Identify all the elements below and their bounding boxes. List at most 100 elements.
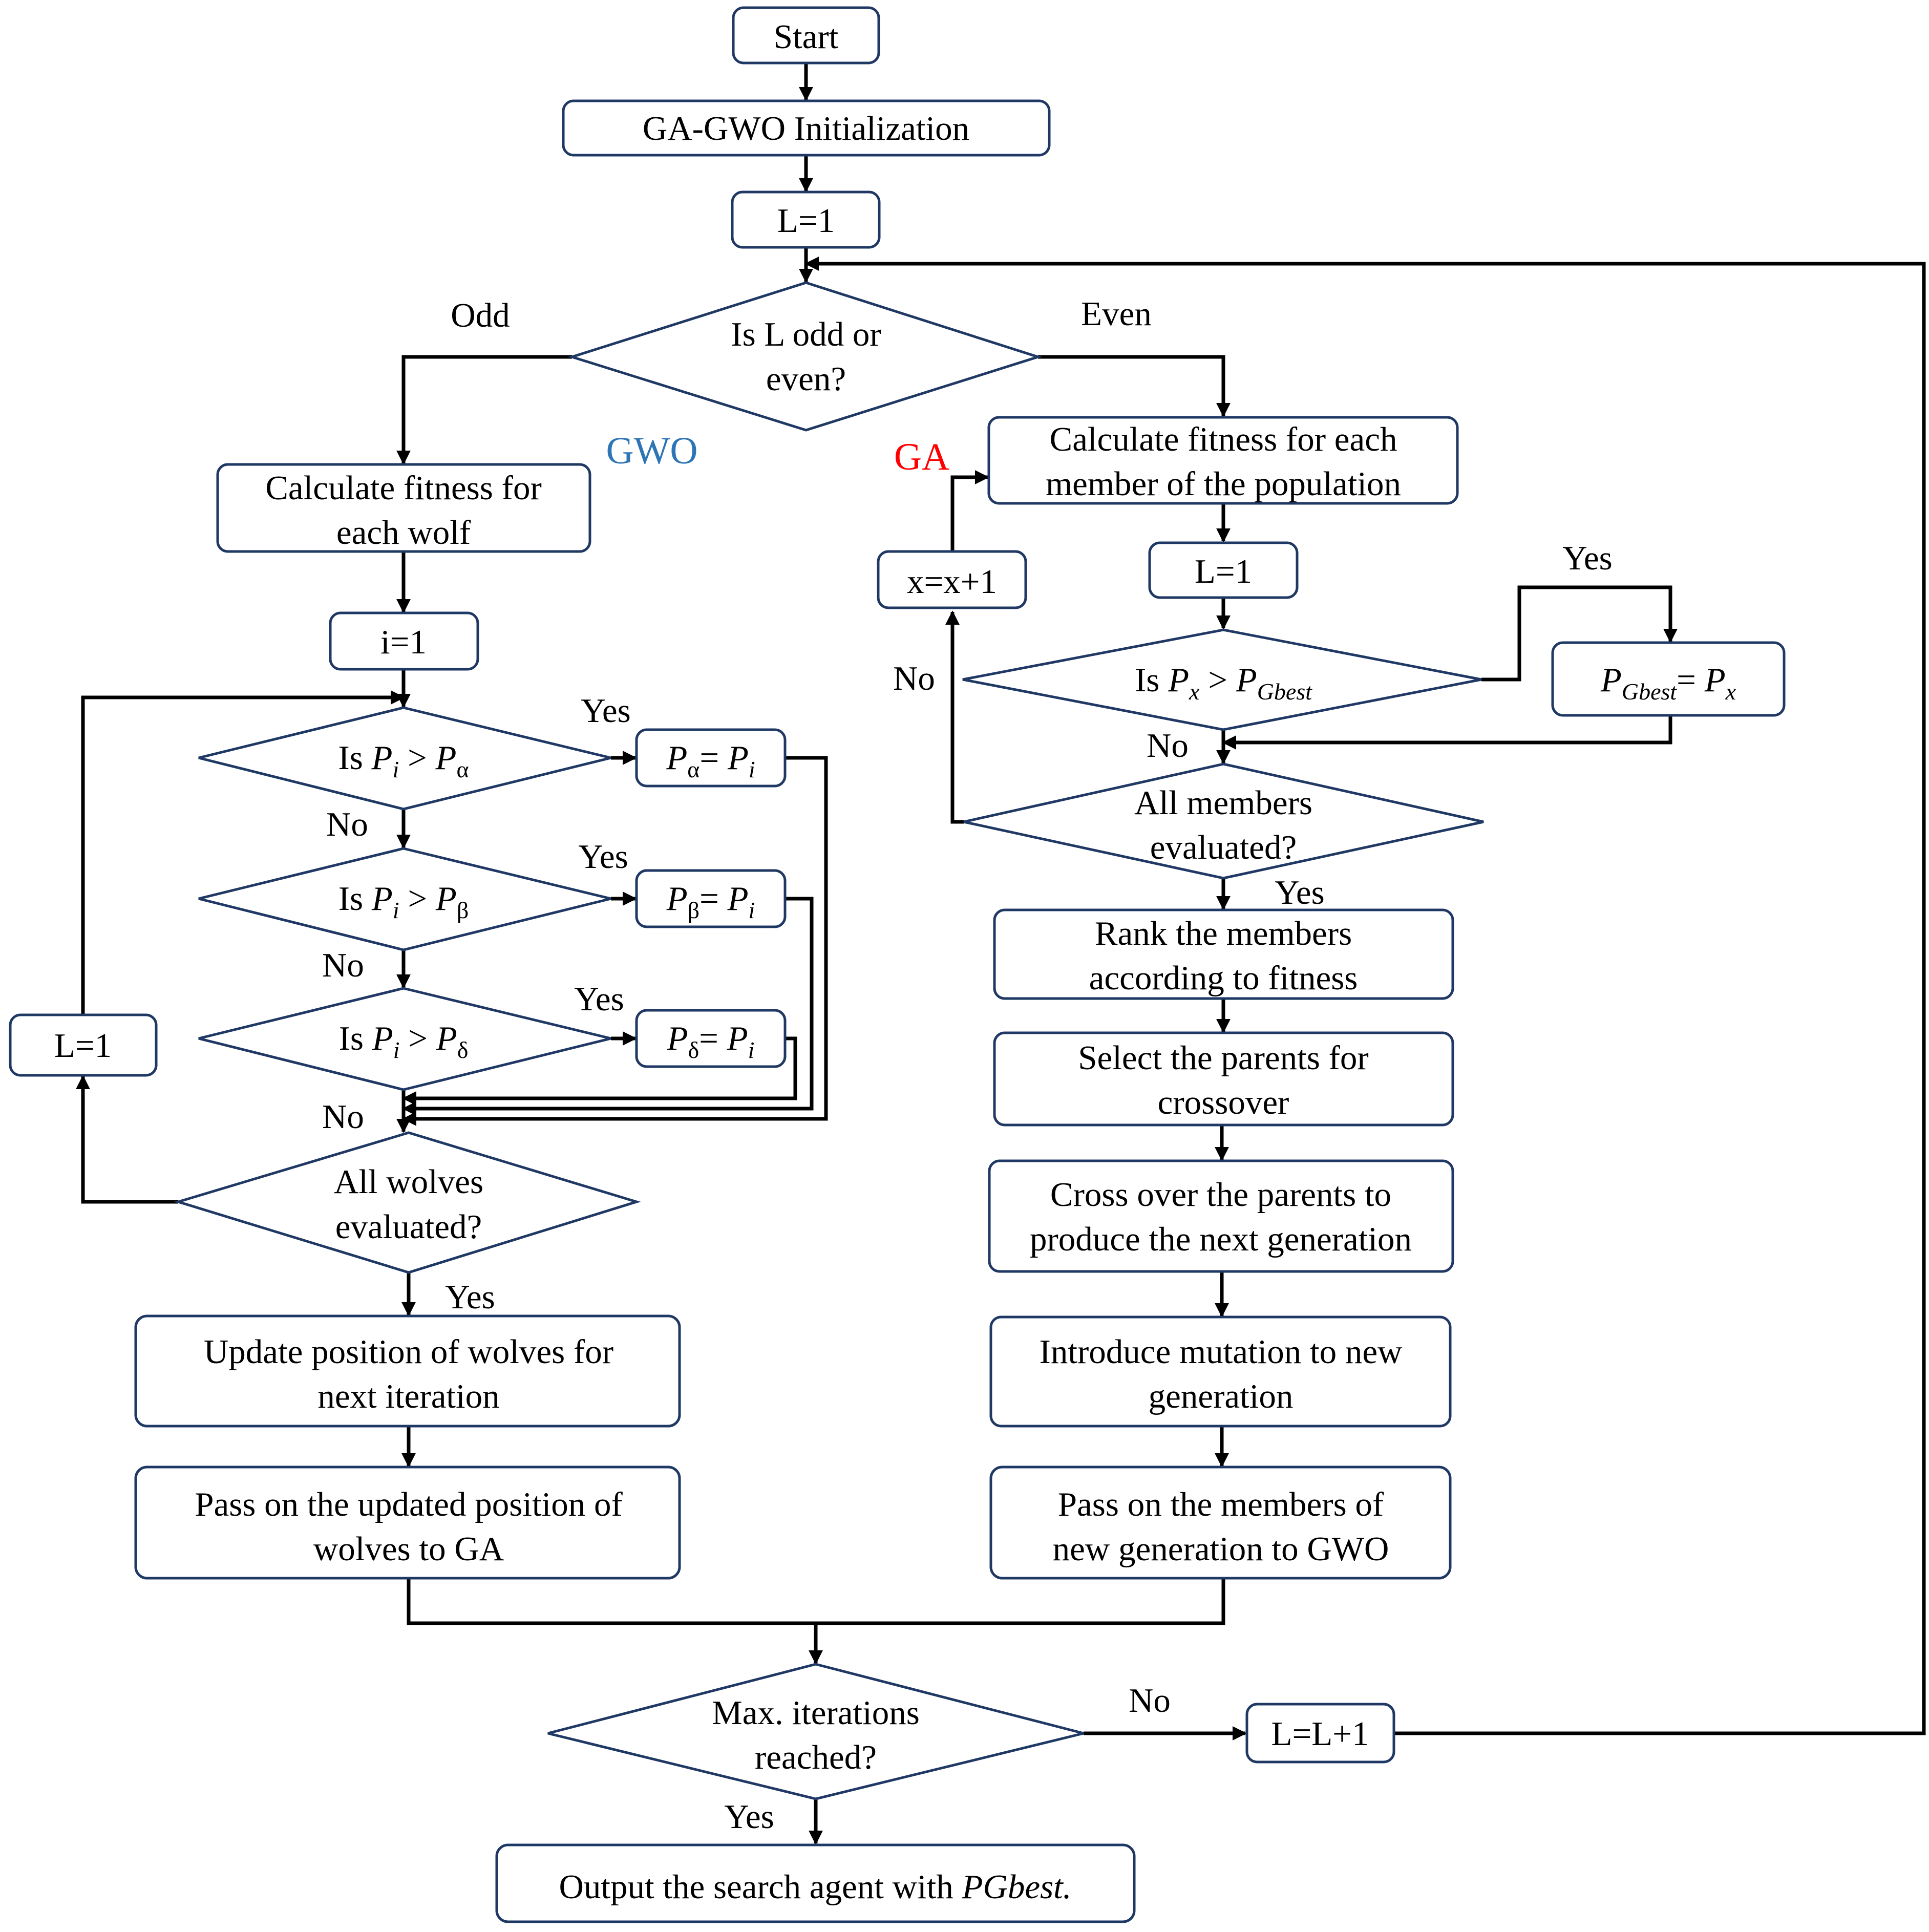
all-wolves-decision: All wolves evaluated? <box>174 1131 641 1274</box>
connectors <box>76 64 1926 1845</box>
gwo-section-label: GWO <box>606 430 697 472</box>
odd-even-decision: Is L odd or even? <box>567 281 1043 432</box>
arrow-delta-return <box>402 1036 797 1106</box>
arrow-allmembers-no <box>945 610 964 824</box>
l1-ga-label: L=1 <box>1195 553 1252 590</box>
allmembers-no-label: No <box>893 660 935 697</box>
crossover-box: Cross over the parents to produce the ne… <box>988 1159 1454 1273</box>
arrow-alpha-return <box>402 756 828 1126</box>
alpha-decision: Is Pi > Pα <box>198 706 611 811</box>
set-gbest-label: PGbest= Px <box>1600 661 1736 705</box>
alpha-yes-label: Yes <box>581 692 631 730</box>
mutation-line2: generation <box>1149 1377 1294 1415</box>
set-beta-label: Pβ= Pi <box>666 880 755 923</box>
l1-top-box: L=1 <box>731 190 881 249</box>
update-position-line1: Update position of wolves for <box>204 1333 613 1371</box>
pass-to-ga-line2: wolves to GA <box>313 1530 504 1568</box>
pass-to-ga-line1: Pass on the updated position of <box>195 1485 623 1523</box>
select-parents-line2: crossover <box>1158 1084 1289 1121</box>
gwo-fitness-line2: each wolf <box>336 514 471 551</box>
ga-fitness-line2: member of the population <box>1046 465 1401 503</box>
arrow-allwolves-no <box>76 1075 178 1204</box>
all-members-decision: All members evaluated? <box>963 762 1484 880</box>
alpha-no-label: No <box>326 805 368 843</box>
l-increment-label: L=L+1 <box>1271 1715 1369 1753</box>
gbest-condition: Is Px > PGbest <box>1135 661 1312 705</box>
max-iterations-line2: reached? <box>755 1738 877 1776</box>
all-members-line1: All members <box>1134 784 1312 822</box>
all-wolves-line2: evaluated? <box>335 1208 482 1246</box>
ga-fitness-line1: Calculate fitness for each <box>1050 420 1397 458</box>
xinc-label: x=x+1 <box>907 563 997 601</box>
gwo-fitness-box: Calculate fitness for each wolf <box>216 463 591 553</box>
beta-yes-label: Yes <box>578 838 628 876</box>
beta-no-label: No <box>322 946 364 984</box>
max-iterations-line1: Max. iterations <box>712 1694 920 1732</box>
gbest-decision: Is Px > PGbest <box>962 628 1482 731</box>
gbest-yes-label: Yes <box>1562 539 1613 577</box>
arrow-setgbest-return <box>1222 715 1672 750</box>
set-alpha-box: Pα= Pi <box>635 728 787 788</box>
odd-even-line1: Is L odd or <box>731 315 881 353</box>
beta-condition: Is Pi > Pβ <box>338 880 469 923</box>
arrow-xinc-gafitness <box>950 470 989 551</box>
delta-no-label: No <box>322 1098 364 1136</box>
init-box: GA-GWO Initialization <box>562 99 1051 157</box>
delta-yes-label: Yes <box>574 980 624 1018</box>
l-increment-box: L=L+1 <box>1245 1703 1395 1764</box>
set-beta-box: Pβ= Pi <box>635 869 787 928</box>
rank-box: Rank the members according to fitness <box>993 908 1454 1000</box>
alpha-condition: Is Pi > Pα <box>338 739 469 782</box>
arrow-beta-return <box>402 897 814 1116</box>
delta-decision: Is Pi > Pδ <box>198 987 611 1091</box>
start-box: Start <box>732 6 880 65</box>
update-position-box: Update position of wolves for next itera… <box>134 1314 681 1428</box>
max-iterations-decision: Max. iterations reached? <box>547 1663 1084 1800</box>
output-box: Output the search agent with PGbest. <box>495 1843 1136 1923</box>
ga-fitness-box: Calculate fitness for each member of the… <box>987 416 1459 505</box>
crossover-line2: produce the next generation <box>1030 1220 1412 1258</box>
l1-left-label: L=1 <box>54 1027 112 1065</box>
arrow-loop-back-top <box>804 257 1926 1275</box>
arrow-even-branch <box>1038 355 1231 417</box>
gwo-fitness-line1: Calculate fitness for <box>265 469 542 507</box>
rank-line2: according to fitness <box>1089 959 1358 997</box>
l1-left-box: L=1 <box>9 1013 158 1077</box>
select-parents-box: Select the parents for crossover <box>993 1031 1454 1127</box>
mutation-line1: Introduce mutation to new <box>1040 1333 1403 1371</box>
arrow-gbest-yes <box>1481 585 1678 682</box>
xinc-box: x=x+1 <box>877 550 1027 609</box>
set-delta-box: Pδ= Pi <box>635 1009 787 1068</box>
delta-condition: Is Pi > Pδ <box>339 1020 469 1063</box>
all-members-yes-label: Yes <box>1275 874 1325 911</box>
line-merge-bottom <box>407 1578 1225 1625</box>
update-position-line2: next iteration <box>317 1377 499 1415</box>
even-label: Even <box>1081 295 1152 333</box>
select-parents-line1: Select the parents for <box>1078 1039 1368 1077</box>
start-label: Start <box>774 18 839 56</box>
odd-label: Odd <box>451 296 510 334</box>
rank-line1: Rank the members <box>1095 915 1352 952</box>
pass-to-gwo-line2: new generation to GWO <box>1053 1530 1389 1568</box>
arrow-l1-left-loop <box>81 690 405 1015</box>
set-gbest-box: PGbest= Px <box>1551 641 1786 717</box>
pass-to-ga-box: Pass on the updated position of wolves t… <box>134 1466 681 1580</box>
init-label: GA-GWO Initialization <box>643 110 969 147</box>
line-linc-return <box>1394 1275 1926 1735</box>
odd-even-line2: even? <box>766 360 846 398</box>
pass-to-gwo-line1: Pass on the members of <box>1058 1485 1384 1523</box>
crossover-line1: Cross over the parents to <box>1050 1176 1391 1214</box>
set-alpha-label: Pα= Pi <box>666 739 755 782</box>
set-delta-label: Pδ= Pi <box>667 1020 755 1063</box>
arrow-odd-branch <box>396 355 572 465</box>
l1-ga-box: L=1 <box>1148 541 1299 599</box>
max-iterations-no-label: No <box>1129 1682 1171 1719</box>
max-iterations-yes-label: Yes <box>724 1798 774 1836</box>
all-wolves-line1: All wolves <box>334 1163 483 1201</box>
l1-top-label: L=1 <box>777 202 835 240</box>
i1-label: i=1 <box>380 623 427 661</box>
output-label: Output the search agent with PGbest. <box>559 1868 1071 1906</box>
ga-section-label: GA <box>894 436 949 478</box>
i1-box: i=1 <box>329 611 479 671</box>
